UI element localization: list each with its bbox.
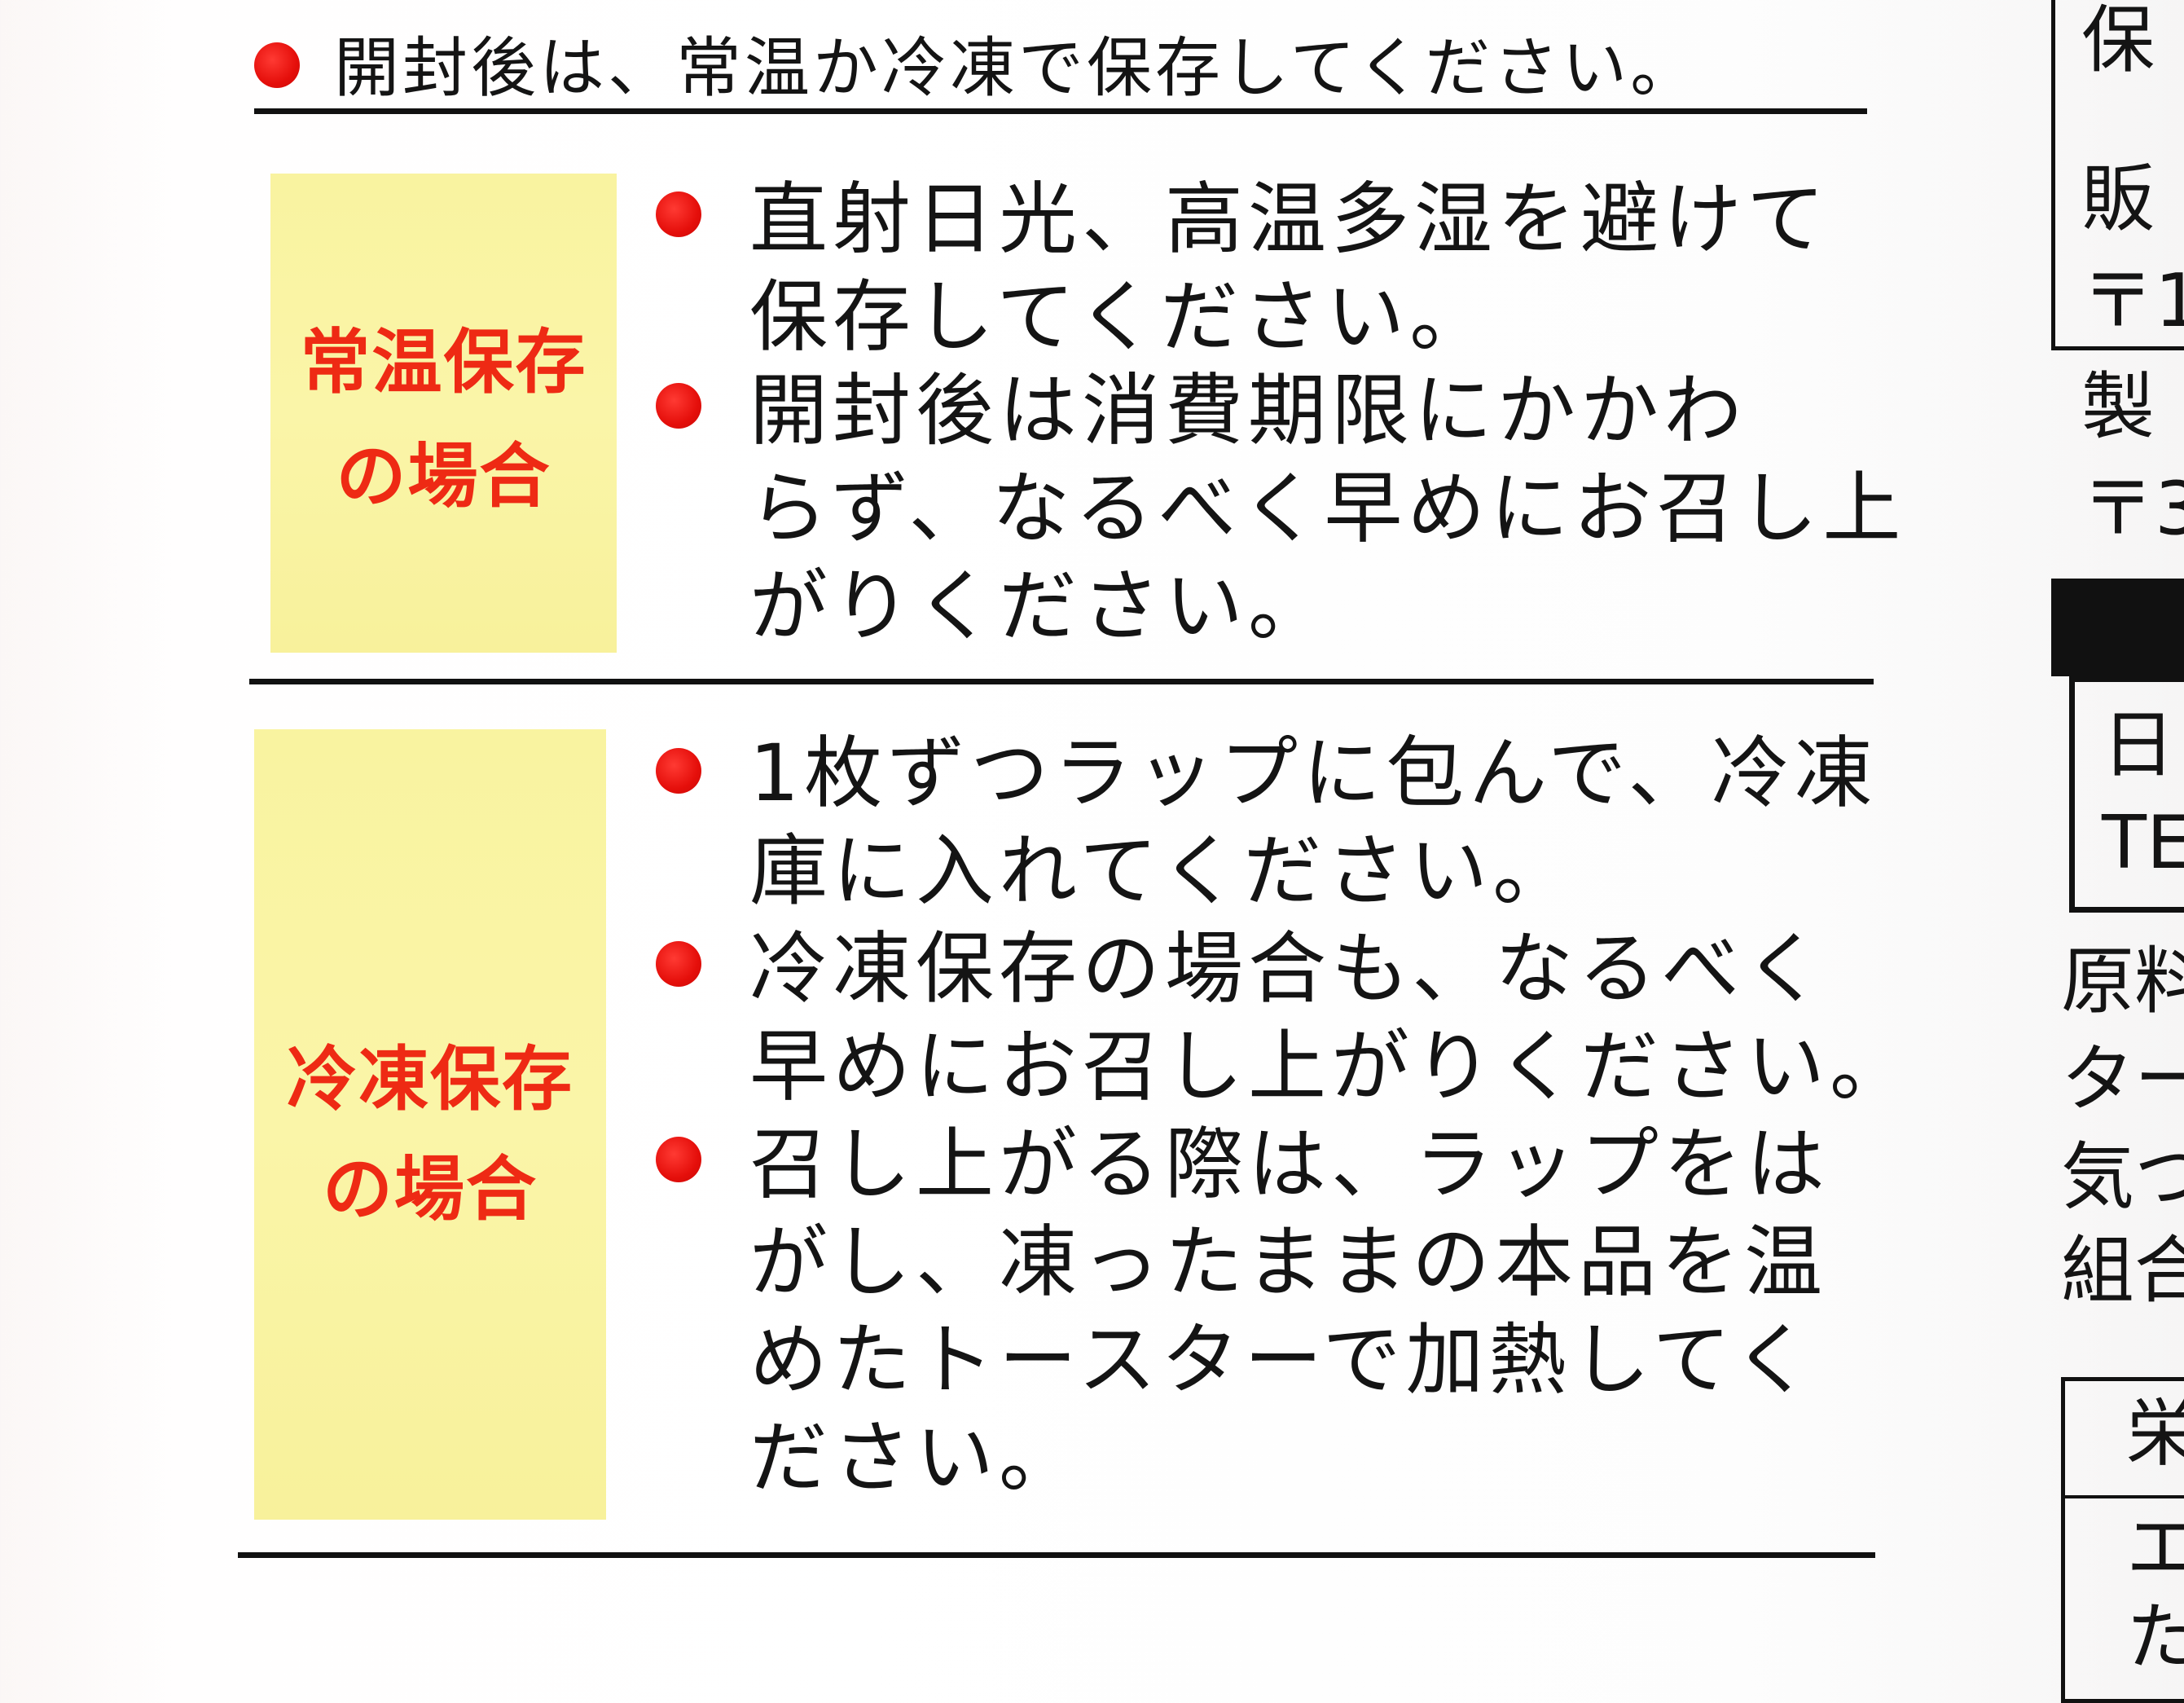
right-fragment: 気つ (2061, 1134, 2184, 1220)
instruction-line: 庫に入れてください。 (749, 825, 1576, 917)
right-info-box-middle (2069, 676, 2184, 913)
category-label-line2: の場合 (323, 1149, 538, 1230)
nutrition-table-row-line (2061, 1495, 2184, 1498)
divider-middle (249, 679, 1874, 684)
instruction-line: 召し上がる際は、ラップをは (749, 1119, 1830, 1210)
black-header-band (2051, 579, 2184, 676)
bullet-icon (656, 1137, 701, 1182)
category-label-line1: 常温保存 (300, 322, 587, 403)
right-fragment: 製 (2081, 364, 2155, 450)
instruction-line: 早めにお召し上がりください。 (749, 1021, 1913, 1112)
category-panel-room-temp (270, 174, 617, 653)
instruction-line: めたトースターで加熱してく (749, 1314, 1817, 1406)
right-fragment: 〒3 (2081, 466, 2184, 552)
right-fragment: TE (2102, 800, 2184, 886)
bullet-icon (656, 191, 701, 237)
category-label-line2: の場合 (336, 436, 551, 517)
bullet-icon (656, 941, 701, 987)
divider-bottom (238, 1552, 1875, 1558)
instruction-line: 直射日光、高温多湿を避けて (749, 174, 1830, 265)
instruction-line: ださい。 (749, 1412, 1082, 1503)
instruction-line: 開封後は消費期限にかかわ (749, 365, 1747, 456)
right-fragment: エ (2126, 1505, 2184, 1591)
instruction-line: 保存してください。 (749, 271, 1493, 363)
instruction-line: 冷凍保存の場合も、なるべく (749, 923, 1828, 1014)
right-fragment: 原料 (2061, 939, 2184, 1024)
right-fragment: 栄 (2126, 1391, 2184, 1476)
right-fragment: 保 (2081, 0, 2155, 83)
instruction-line: 1枚ずつラップに包んで、冷凍 (749, 728, 1878, 819)
right-info-box-top (2051, 0, 2184, 350)
category-panel-frozen (254, 729, 606, 1520)
category-label-line1: 冷凍保存 (287, 1039, 573, 1120)
top-storage-note: 開封後は、常温か冷凍で保存してください。 (334, 30, 1699, 106)
right-fragment: た (2126, 1595, 2184, 1680)
right-fragment: 日 (2102, 702, 2175, 788)
right-fragment: 組合 (2061, 1228, 2184, 1314)
right-fragment: 〒1 (2081, 258, 2184, 344)
bullet-icon (656, 383, 701, 429)
instruction-line: がりください。 (749, 561, 1331, 652)
bullet-icon (254, 42, 300, 88)
instruction-line: がし、凍ったままの本品を温 (749, 1217, 1828, 1308)
bullet-icon (656, 748, 701, 794)
divider-top (254, 108, 1867, 114)
right-fragment: ター (2061, 1036, 2184, 1122)
right-fragment: 販 (2081, 156, 2155, 242)
instruction-line: らず、なるべく早めにお召し上 (749, 463, 1906, 554)
